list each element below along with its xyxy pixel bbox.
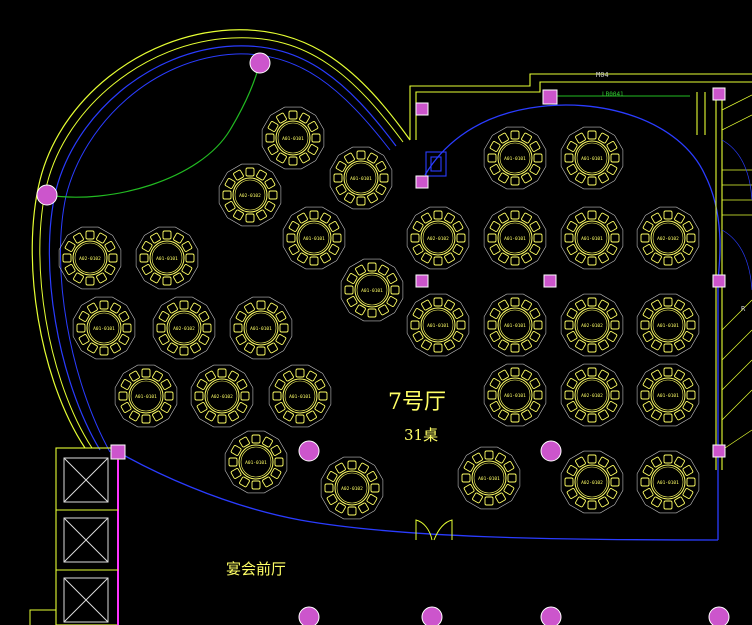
banquet-table: A01-0101 <box>135 226 199 290</box>
table-label: A01-0101 <box>478 476 500 482</box>
square-column <box>712 87 726 101</box>
lobby-name: 宴会前厅 <box>226 560 287 578</box>
table-label: A02-0102 <box>173 326 195 332</box>
round-column <box>421 606 443 625</box>
table-label: A01-0101 <box>361 288 383 294</box>
table-label: A02-0102 <box>427 236 449 242</box>
banquet-table: A02-0102 <box>58 226 122 290</box>
banquet-table: A01-0101 <box>114 364 178 428</box>
square-column <box>415 102 429 116</box>
banquet-table: A01-0101 <box>261 106 325 170</box>
banquet-tables: A01-0101A01-0101A02-0102A01-0101A01-0101… <box>58 106 700 520</box>
hall-boundary <box>117 104 721 541</box>
side-tag: R <box>741 305 746 313</box>
banquet-table: A01-0101 <box>483 363 547 427</box>
banquet-table: A02-0102 <box>560 363 624 427</box>
table-label: A01-0101 <box>135 394 157 400</box>
banquet-table: A01-0101 <box>224 430 288 494</box>
table-label: A01-0101 <box>245 460 267 466</box>
banquet-table: A02-0102 <box>152 296 216 360</box>
table-label: A02-0102 <box>657 236 679 242</box>
table-label: A01-0101 <box>427 323 449 329</box>
banquet-table: A02-0102 <box>560 450 624 514</box>
outer-wall <box>31 29 411 453</box>
square-column <box>543 274 557 288</box>
service-core <box>29 447 119 625</box>
entrance-door <box>415 519 453 541</box>
banquet-table: A02-0102 <box>636 206 700 270</box>
table-label: A02-0102 <box>79 256 101 262</box>
banquet-table: A01-0101 <box>329 146 393 210</box>
top-tag-green: LB0041 <box>602 91 624 98</box>
table-label: A01-0101 <box>504 236 526 242</box>
table-label: A01-0101 <box>156 256 178 262</box>
round-column <box>36 184 58 206</box>
table-label: A01-0101 <box>581 156 603 162</box>
table-label: A01-0101 <box>581 236 603 242</box>
columns <box>36 52 730 625</box>
round-column <box>298 440 320 462</box>
banquet-table: A02-0102 <box>190 364 254 428</box>
hall-name: 7号厅 <box>388 390 446 415</box>
stage-arc <box>46 62 261 198</box>
square-column <box>712 444 726 458</box>
square-column <box>415 274 429 288</box>
top-tag: M04 <box>596 71 609 79</box>
banquet-table: A02-0102 <box>218 163 282 227</box>
table-label: A02-0102 <box>581 323 603 329</box>
table-label: A02-0102 <box>581 393 603 399</box>
square-column <box>712 274 726 288</box>
square-column <box>542 89 558 105</box>
door-notch <box>425 151 447 177</box>
banquet-table: A01-0101 <box>268 364 332 428</box>
banquet-table: A02-0102 <box>320 456 384 520</box>
banquet-table: A01-0101 <box>282 206 346 270</box>
table-count: 31桌 <box>404 426 439 444</box>
banquet-table: A01-0101 <box>406 293 470 357</box>
banquet-table: A01-0101 <box>636 450 700 514</box>
banquet-table: A01-0101 <box>483 126 547 190</box>
table-label: A02-0102 <box>341 486 363 492</box>
round-column <box>298 606 320 625</box>
table-label: A01-0101 <box>504 156 526 162</box>
banquet-table: A01-0101 <box>457 446 521 510</box>
banquet-table: A01-0101 <box>483 293 547 357</box>
round-column <box>540 440 562 462</box>
table-label: A01-0101 <box>504 393 526 399</box>
table-label: A02-0102 <box>239 193 261 199</box>
square-column <box>415 175 429 189</box>
round-column <box>249 52 271 74</box>
table-label: A01-0101 <box>289 394 311 400</box>
table-label: A01-0101 <box>504 323 526 329</box>
table-label: A02-0102 <box>211 394 233 400</box>
round-column <box>540 606 562 625</box>
table-label: A01-0101 <box>350 176 372 182</box>
banquet-table: A01-0101 <box>72 296 136 360</box>
square-column <box>110 444 126 460</box>
banquet-table: A01-0101 <box>560 126 624 190</box>
banquet-table: A01-0101 <box>636 363 700 427</box>
table-label: A02-0102 <box>581 480 603 486</box>
banquet-table: A01-0101 <box>229 296 293 360</box>
banquet-table: A01-0101 <box>483 206 547 270</box>
table-label: A01-0101 <box>303 236 325 242</box>
table-label: A01-0101 <box>657 323 679 329</box>
table-label: A01-0101 <box>657 480 679 486</box>
table-label: A01-0101 <box>250 326 272 332</box>
table-label: A01-0101 <box>282 136 304 142</box>
banquet-table: A01-0101 <box>560 206 624 270</box>
banquet-table: A01-0101 <box>340 258 404 322</box>
round-column <box>708 606 730 625</box>
table-label: A01-0101 <box>93 326 115 332</box>
banquet-table: A02-0102 <box>406 206 470 270</box>
banquet-table: A02-0102 <box>560 293 624 357</box>
table-label: A01-0101 <box>657 393 679 399</box>
right-hatch <box>721 94 752 451</box>
banquet-table: A01-0101 <box>636 293 700 357</box>
